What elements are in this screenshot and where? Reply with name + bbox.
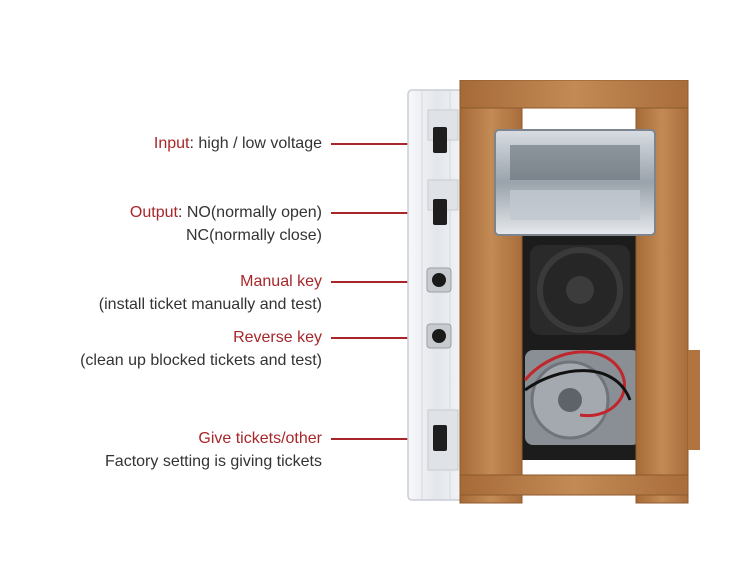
give-desc: Factory setting is giving tickets [105,453,322,470]
reverse-callout: Reverse key (clean up blocked tickets an… [80,326,322,372]
give-leader-line [331,438,427,440]
reverse-key-icon [426,323,452,349]
input-leader-line [331,143,427,145]
output-callout: Output: NO(normally open) NC(normally cl… [130,201,322,247]
give-tickets-switch-icon [433,425,447,451]
manual-title: Manual key [240,273,322,290]
input-callout: Input: high / low voltage [154,132,322,155]
output-switch-icon [433,199,447,225]
output-desc-2: NC(normally close) [185,227,322,244]
output-title: Output [129,204,178,221]
manual-desc: (install ticket manually and test) [98,296,322,313]
give-title: Give tickets/other [198,430,322,447]
manual-key-icon [426,267,452,293]
output-desc: NO(normally open) [182,204,322,221]
manual-callout: Manual key (install ticket manually and … [99,270,322,316]
input-title: Input [153,135,190,152]
input-desc: high / low voltage [193,135,322,152]
reverse-desc: (clean up blocked tickets and test) [80,352,322,369]
ticket-window [494,129,656,236]
give-callout: Give tickets/other Factory setting is gi… [105,427,322,473]
manual-leader-line [331,281,427,283]
input-sep: : [189,135,194,152]
motor-assembly [518,230,640,460]
output-sep: : [177,204,183,221]
ticket-dispenser-illustration [407,80,700,504]
input-switch-icon [433,127,447,153]
reverse-title: Reverse key [233,329,322,346]
output-leader-line [331,212,427,214]
reverse-leader-line [331,337,427,339]
